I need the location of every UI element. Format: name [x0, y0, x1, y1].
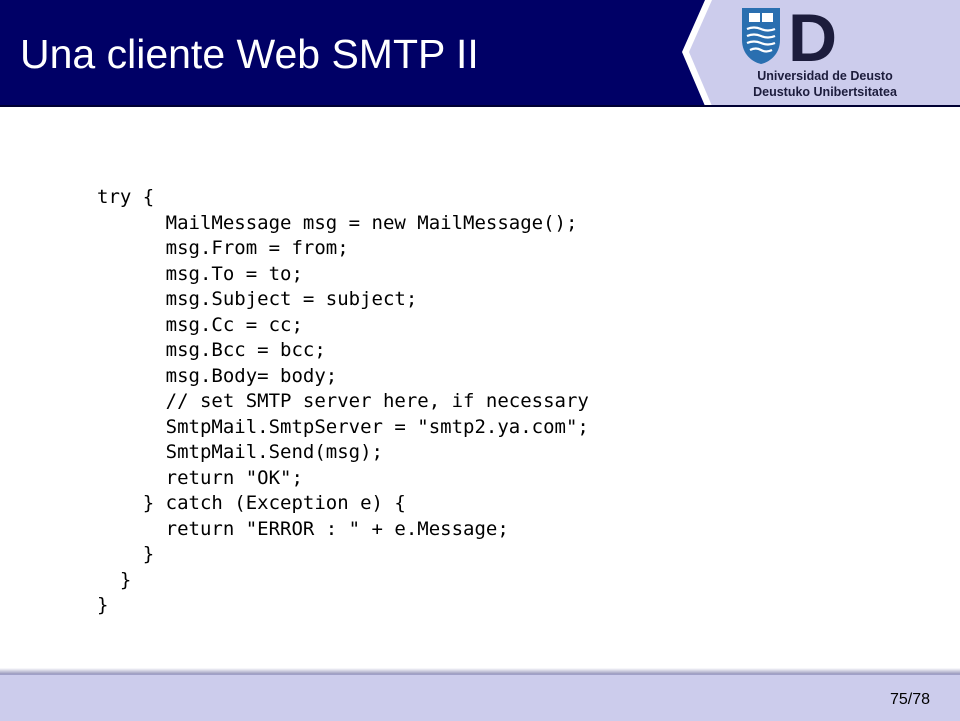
code-line: msg.Bcc = bcc;: [97, 339, 326, 361]
code-line: msg.To = to;: [97, 262, 303, 285]
logo-name-spanish: Universidad de Deusto: [757, 69, 893, 83]
header-navy-band: [0, 0, 705, 106]
code-line: msg.From = from;: [97, 237, 349, 259]
code-line: msg.Body= body;: [97, 364, 338, 387]
code-listing: try { MailMessage msg = new MailMessage(…: [97, 185, 589, 619]
header-bottom-rule: [0, 105, 960, 107]
logo-letter: D: [788, 6, 837, 66]
slide-footer: 75/78: [0, 668, 960, 721]
logo-mark: D: [742, 6, 837, 66]
code-line: return "ERROR : " + e.Message;: [97, 517, 509, 540]
page-number: 75/78: [889, 691, 930, 708]
code-line: SmtpMail.Send(msg);: [97, 441, 383, 463]
footer-shadow: [0, 668, 960, 674]
code-line: }: [97, 594, 109, 616]
code-line: try {: [97, 186, 155, 208]
code-line: msg.Subject = subject;: [97, 288, 418, 310]
logo-name-basque: Deustuko Unibertsitatea: [753, 85, 897, 99]
code-line: SmtpMail.SmtpServer = "smtp2.ya.com";: [97, 415, 589, 438]
code-line: return "OK";: [97, 466, 303, 489]
university-shield-icon: [742, 8, 780, 64]
code-line: msg.Cc = cc;: [97, 313, 303, 336]
footer-bar: 75/78: [0, 674, 960, 721]
code-line: MailMessage msg = new MailMessage();: [97, 211, 578, 234]
code-line: } catch (Exception e) {: [97, 492, 406, 514]
code-line: }: [97, 568, 132, 591]
university-logo: D Universidad de Deusto Deustuko Unibert…: [740, 6, 910, 102]
slide-title: Una cliente Web SMTP II: [20, 31, 479, 77]
code-line: // set SMTP server here, if necessary: [97, 390, 589, 412]
code-line: }: [97, 543, 155, 565]
slide-header: Una cliente Web SMTP II D Universidad de…: [0, 0, 960, 108]
